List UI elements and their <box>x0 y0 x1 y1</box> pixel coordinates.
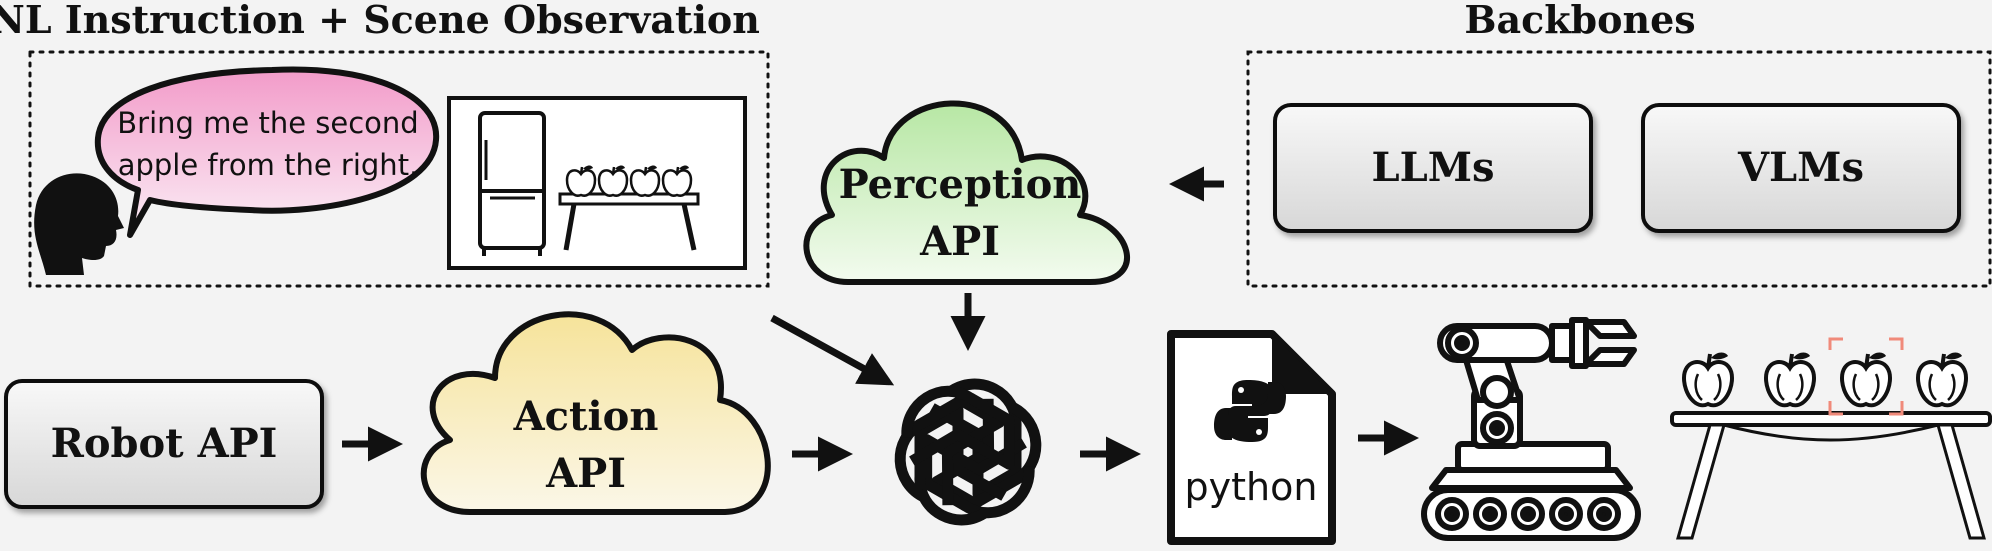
perception-label-line-2: API <box>919 218 1000 265</box>
instruction-line-2: apple from the right. <box>118 148 419 182</box>
speech-bubble <box>94 66 440 238</box>
action-label-line-2: API <box>545 450 626 497</box>
perception-cloud <box>803 100 1130 285</box>
python-label: python <box>1185 465 1318 509</box>
perception-label-line-1: Perception <box>839 161 1082 208</box>
python-file-icon <box>1167 330 1336 545</box>
backbones-dotted-box <box>1246 50 1992 288</box>
arrow-input-to-llm <box>770 314 895 386</box>
fridge-and-table-scene-icon <box>447 96 747 270</box>
vlm-label: VLMs <box>1737 144 1864 191</box>
llm-box <box>1273 103 1593 233</box>
llm-label: LLMs <box>1371 144 1494 191</box>
robot-arm-tracked-icon <box>1421 317 1641 541</box>
action-cloud <box>420 311 771 515</box>
instruction-line-1: Bring me the second <box>117 106 418 140</box>
openai-logo-icon <box>894 378 1042 526</box>
person-head-icon <box>34 173 125 275</box>
robot-api-box <box>4 379 324 509</box>
target-highlight-brackets <box>1828 337 1904 416</box>
section-title-input: NL Instruction + Scene Observation <box>0 0 760 42</box>
action-label-line-1: Action <box>513 393 659 440</box>
flow-arrows <box>342 166 1419 472</box>
input-dotted-box <box>28 50 770 288</box>
vlm-box <box>1641 103 1961 233</box>
robot-api-label: Robot API <box>51 420 278 467</box>
apples-on-table-icon <box>1670 350 1992 540</box>
section-title-backbones: Backbones <box>1464 0 1695 42</box>
